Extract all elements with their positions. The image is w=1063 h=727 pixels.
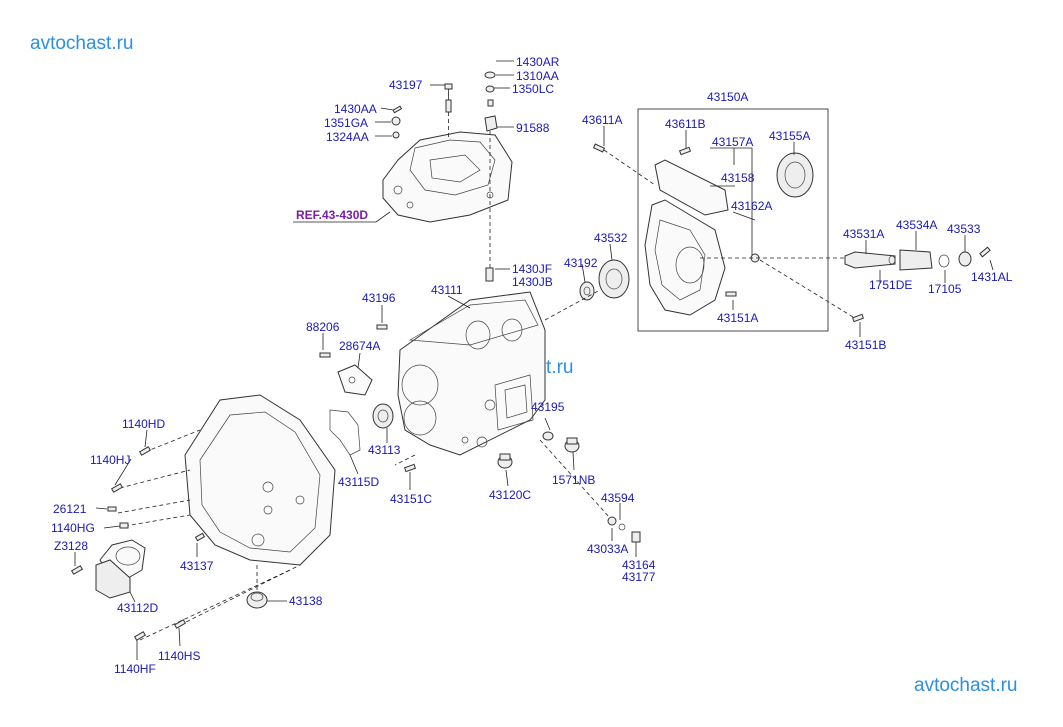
part-label-43157A[interactable]: 43157A <box>712 135 753 149</box>
part-label-43177[interactable]: 43177 <box>622 570 656 584</box>
part-label-43151C[interactable]: 43151C <box>390 492 432 506</box>
watermark-top: avtochast.ru <box>30 33 134 54</box>
part-label-26121[interactable]: 26121 <box>53 502 87 516</box>
speedometer-parts-drawing <box>844 246 991 271</box>
part-label-43197[interactable]: 43197 <box>389 78 423 92</box>
part-label-91588[interactable]: 91588 <box>516 121 550 135</box>
shift-cover-drawing <box>382 131 513 223</box>
part-label-1140HD[interactable]: 1140HD <box>122 417 165 431</box>
part-label-1324AA[interactable]: 1324AA <box>326 130 369 144</box>
part-label-28674A[interactable]: 28674A <box>339 339 380 353</box>
part-label-43155A[interactable]: 43155A <box>769 129 810 143</box>
part-label-43111[interactable]: 43111 <box>431 283 463 297</box>
part-label-Z3128[interactable]: Z3128 <box>54 539 88 553</box>
part-label-17105[interactable]: 17105 <box>928 282 962 296</box>
part-label-1430JB[interactable]: 1430JB <box>512 275 553 289</box>
part-label-43151A[interactable]: 43151A <box>717 311 758 325</box>
part-label-43594[interactable]: 43594 <box>601 491 635 505</box>
part-label-43611B[interactable]: 43611B <box>665 117 705 131</box>
part-label-1751DE[interactable]: 1751DE <box>869 278 912 292</box>
part-label-1140HG[interactable]: 1140HG <box>51 521 95 535</box>
part-label-43611A[interactable]: 43611A <box>582 113 622 127</box>
part-label-43115D[interactable]: 43115D <box>338 475 379 489</box>
part-label-43112D[interactable]: 43112D <box>117 601 158 615</box>
part-label-1350LC[interactable]: 1350LC <box>512 82 554 96</box>
part-label-1431AL[interactable]: 1431AL <box>971 270 1013 284</box>
part-label-43192[interactable]: 43192 <box>564 256 598 270</box>
part-label-1430AR[interactable]: 1430AR <box>516 55 560 69</box>
part-label-43164[interactable]: 43164 <box>622 558 656 572</box>
transmission-case-drawing <box>397 291 546 456</box>
part-label-43120C[interactable]: 43120C <box>489 488 531 502</box>
watermark-bottom: avtochast.ru <box>914 675 1018 696</box>
part-label-43531A[interactable]: 43531A <box>843 227 884 241</box>
part-label-43137[interactable]: 43137 <box>180 559 214 573</box>
part-label-43158[interactable]: 43158 <box>721 171 755 185</box>
part-label-43138[interactable]: 43138 <box>289 594 323 608</box>
part-label-1351GA[interactable]: 1351GA <box>324 116 368 130</box>
part-label-43533[interactable]: 43533 <box>947 222 981 236</box>
extension-housing-drawing <box>592 143 865 323</box>
part-label-43151B[interactable]: 43151B <box>845 338 886 352</box>
part-label-43534A[interactable]: 43534A <box>896 218 937 232</box>
part-label-88206[interactable]: 88206 <box>306 320 340 334</box>
part-label-1140HJ[interactable]: 1140HJ <box>90 453 130 467</box>
part-label-43532[interactable]: 43532 <box>594 231 628 245</box>
seals-drawing <box>544 259 630 321</box>
part-label-43196[interactable]: 43196 <box>362 291 396 305</box>
part-label-1140HS[interactable]: 1140HS <box>158 649 200 663</box>
part-label-1310AA[interactable]: 1310AA <box>516 69 559 83</box>
extension-group-box <box>637 108 829 332</box>
part-label-43113[interactable]: 43113 <box>368 443 401 457</box>
reference-link[interactable]: REF.43-430D <box>296 208 368 222</box>
part-label-1430AA[interactable]: 1430AA <box>334 102 377 116</box>
part-label-1430JF[interactable]: 1430JF <box>512 262 552 276</box>
part-label-43162A[interactable]: 43162A <box>731 199 772 213</box>
part-label-43150A[interactable]: 43150A <box>707 90 748 104</box>
leader-lines <box>74 60 994 660</box>
case-hardware-drawing <box>319 324 641 543</box>
part-label-43195[interactable]: 43195 <box>531 400 565 414</box>
part-label-1140HF[interactable]: 1140HF <box>114 662 156 676</box>
cover-bolts-drawing <box>391 71 498 282</box>
part-label-43033A[interactable]: 43033A <box>587 542 628 556</box>
bell-housing-drawing <box>70 394 336 641</box>
part-label-1571NB[interactable]: 1571NB <box>552 473 595 487</box>
